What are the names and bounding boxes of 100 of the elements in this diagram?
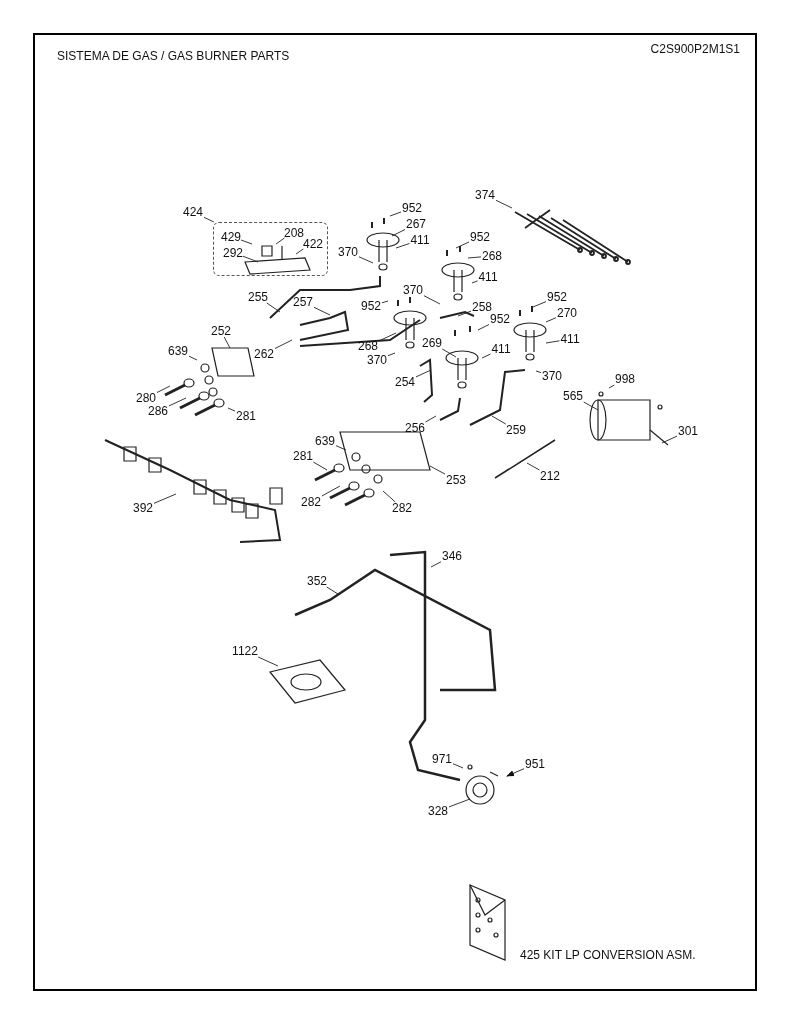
leader-line: [583, 401, 599, 411]
callout-number: 346: [442, 549, 462, 563]
callout-number: 429: [221, 230, 241, 244]
callout-number: 282: [301, 495, 321, 509]
callout-number: 281: [236, 409, 256, 423]
leader-line: [257, 656, 279, 667]
leader-line: [430, 561, 442, 568]
callout-number: 254: [395, 375, 415, 389]
leader-line: [491, 415, 507, 425]
callout-number: 301: [678, 424, 698, 438]
leader-line: [448, 798, 471, 808]
callout-number: 280: [136, 391, 156, 405]
callout-number: 952: [490, 312, 510, 326]
leader-line: [188, 355, 198, 361]
callout-number: 270: [557, 306, 577, 320]
dashed-group-outline: [213, 222, 328, 276]
leader-line: [156, 385, 171, 393]
callout-number: 282: [392, 501, 412, 515]
leader-line: [545, 340, 560, 344]
leader-line: [326, 586, 339, 595]
callout-number: 212: [540, 469, 560, 483]
callout-number: 269: [422, 336, 442, 350]
leader-line: [535, 370, 542, 374]
callout-number: 281: [293, 449, 313, 463]
leader-line: [387, 352, 396, 357]
callout-number: 952: [470, 230, 490, 244]
leader-line: [242, 255, 259, 263]
leader-line: [223, 336, 231, 349]
leader-line: [441, 348, 457, 358]
callout-number: 411: [491, 342, 511, 356]
leader-line: [240, 239, 253, 245]
leader-line: [381, 300, 389, 304]
leader-line: [457, 310, 472, 317]
leader-line: [532, 301, 547, 308]
leader-line: [266, 302, 281, 313]
leader-line: [545, 317, 557, 323]
callout-number: 952: [547, 290, 567, 304]
callout-number: 422: [303, 237, 323, 251]
leader-line: [391, 229, 406, 237]
callout-number: 998: [615, 372, 635, 386]
callout-number: 639: [168, 344, 188, 358]
leader-line: [227, 407, 236, 412]
leader-line: [455, 241, 470, 249]
leader-line: [389, 211, 402, 217]
callout-number: 262: [254, 347, 274, 361]
leader-line: [425, 415, 437, 423]
callout-number: 639: [315, 434, 335, 448]
leader-line: [471, 280, 478, 284]
leader-line: [395, 243, 410, 249]
leader-line: [495, 199, 513, 209]
leader-line: [275, 237, 285, 245]
callout-number: 411: [560, 332, 580, 346]
callout-number: 253: [446, 473, 466, 487]
callout-number: 411: [478, 270, 498, 284]
callout-number: 268: [358, 339, 378, 353]
leader-line: [335, 445, 347, 451]
callout-number: 259: [506, 423, 526, 437]
leader-line: [313, 306, 331, 316]
callout-number: 258: [472, 300, 492, 314]
callout-number: 286: [148, 404, 168, 418]
leader-line: [608, 384, 615, 389]
kit-note: 425 KIT LP CONVERSION ASM.: [520, 948, 696, 962]
leader-line: [477, 324, 490, 331]
callout-number: 565: [563, 389, 583, 403]
callout-number: 268: [482, 249, 502, 263]
leader-line: [203, 216, 215, 223]
callout-number: 1122: [232, 644, 258, 658]
leader-line: [295, 248, 304, 255]
leader-line: [378, 332, 397, 342]
callout-number: 255: [248, 290, 268, 304]
leader-line: [661, 435, 678, 444]
callout-number: 352: [307, 574, 327, 588]
callout-number: 370: [403, 283, 423, 297]
leader-line: [423, 295, 441, 305]
leader-line: [429, 465, 446, 475]
leader-line: [415, 369, 432, 378]
callout-number: 971: [432, 752, 452, 766]
callout-number: 374: [475, 188, 495, 202]
callout-number: 267: [406, 217, 426, 231]
leader-line: [358, 256, 374, 264]
leader-line: [452, 763, 464, 769]
leader-line: [153, 493, 177, 504]
callout-number: 370: [367, 353, 387, 367]
leader-line: [312, 461, 328, 471]
diagram-title: SISTEMA DE GAS / GAS BURNER PARTS: [57, 49, 290, 63]
callout-number: 256: [405, 421, 425, 435]
leader-line: [526, 462, 540, 471]
callout-number: 952: [402, 201, 422, 215]
leader-line: [481, 353, 491, 359]
leader-line: [467, 256, 482, 259]
callout-number: 951: [525, 757, 545, 771]
leader-line: [274, 339, 293, 349]
callout-number: 208: [284, 226, 304, 240]
callout-number: 370: [338, 245, 358, 259]
model-number: C2S900P2M1S1: [650, 42, 740, 56]
callout-number: 392: [133, 501, 153, 515]
callout-number: 252: [211, 324, 231, 338]
leader-line: [382, 490, 396, 503]
callout-number: 424: [183, 205, 203, 219]
callout-number: 370: [542, 369, 562, 383]
